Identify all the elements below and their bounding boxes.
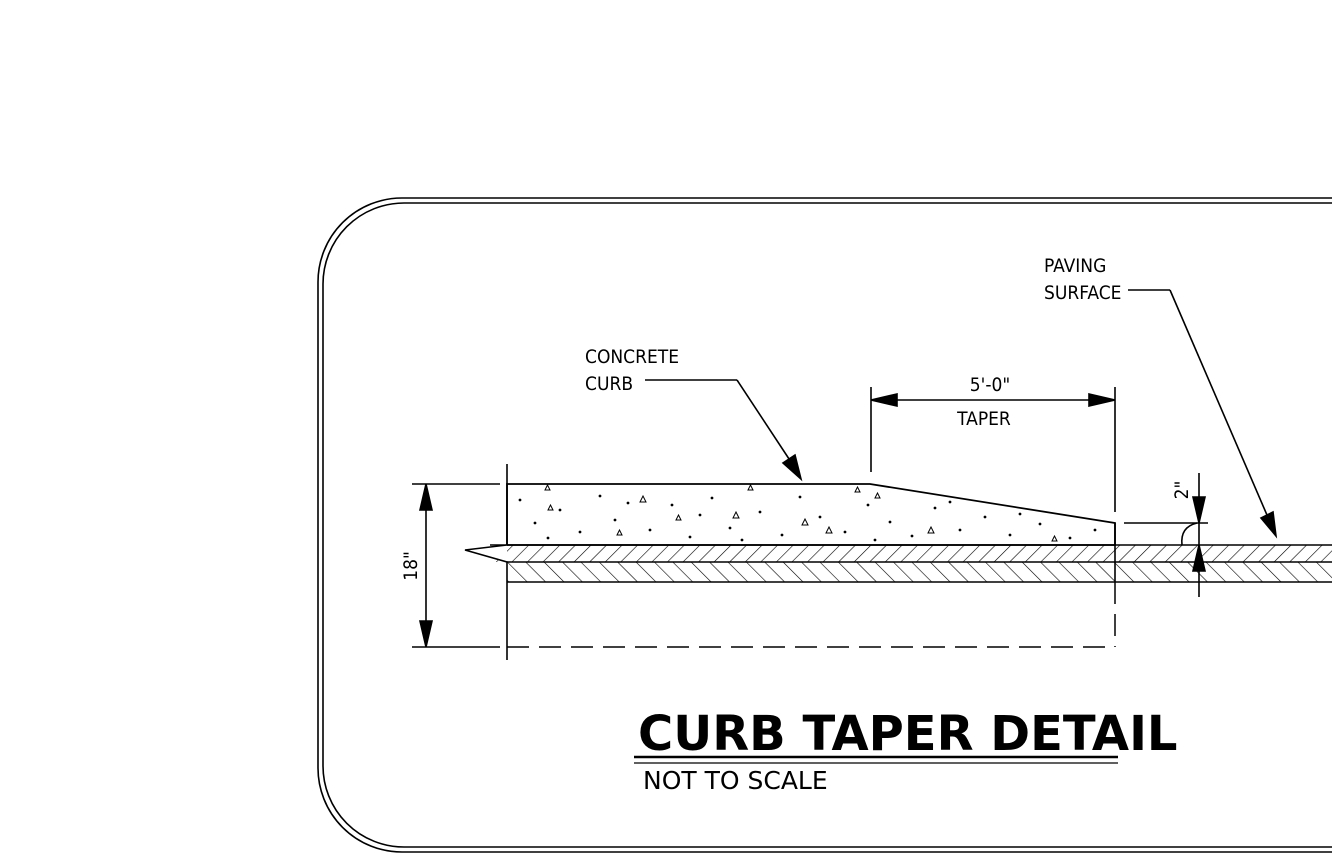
taper-dimension-value: 5'-0" bbox=[970, 374, 1010, 396]
concrete-curb-leader bbox=[645, 379, 803, 482]
title-underline bbox=[634, 755, 1118, 764]
drop-dimension-value: 2" bbox=[1171, 481, 1193, 500]
concrete-curb-label-line2: CURB bbox=[585, 373, 633, 395]
taper-dimension bbox=[870, 387, 1116, 512]
drop-dimension bbox=[1124, 473, 1208, 597]
taper-label: TAPER bbox=[956, 408, 1011, 430]
detail-title: CURB TAPER DETAIL bbox=[638, 706, 1178, 762]
paving-surface-label-line1: PAVING bbox=[1044, 255, 1106, 277]
scale-note: NOT TO SCALE bbox=[643, 766, 828, 795]
concrete-curb-label-line1: CONCRETE bbox=[585, 346, 679, 368]
height-dimension-value: 18" bbox=[400, 551, 422, 581]
concrete-aggregate-texture bbox=[518, 483, 1097, 542]
height-dimension bbox=[412, 483, 500, 648]
sheet-border bbox=[317, 197, 1332, 853]
concrete-curb-section bbox=[506, 483, 1116, 546]
paving-surface-label-line2: SURFACE bbox=[1044, 282, 1121, 304]
paving-surface-leader bbox=[1128, 289, 1278, 539]
hidden-curb-outline bbox=[507, 582, 1116, 648]
